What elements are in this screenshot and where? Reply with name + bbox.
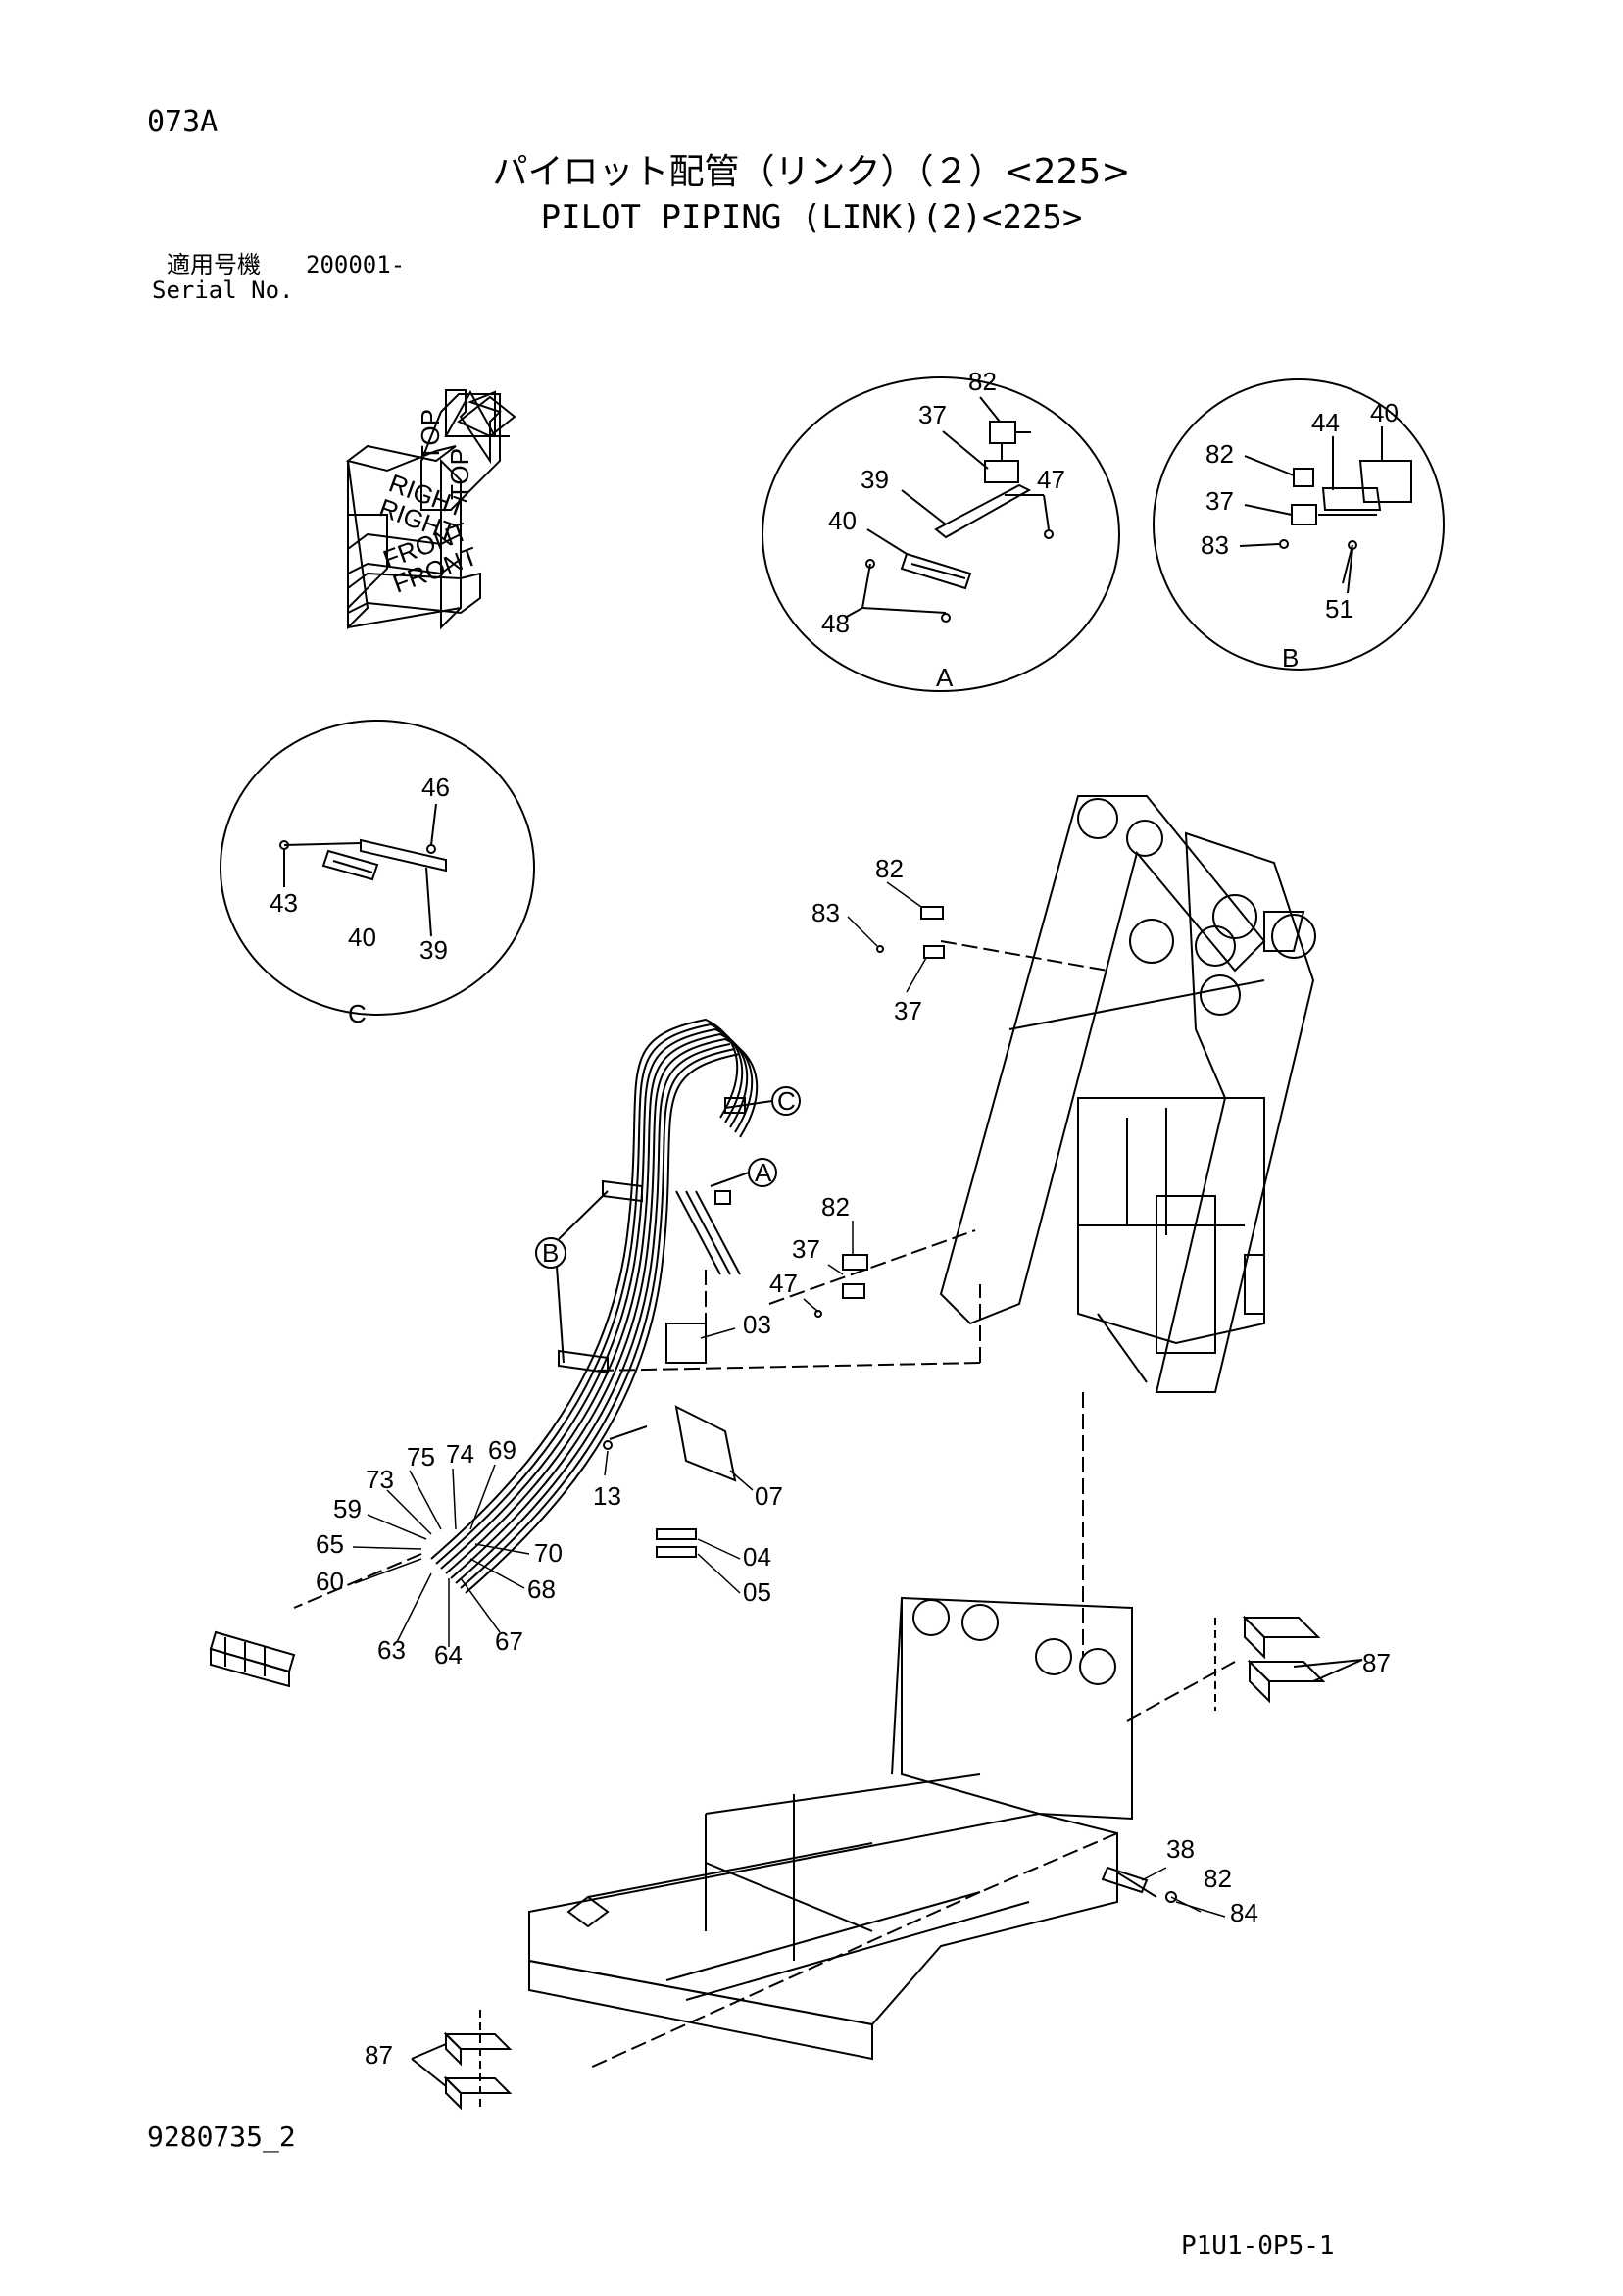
detail-b-part-51: 51	[1325, 594, 1353, 624]
part-label-13: 13	[593, 1481, 621, 1511]
callout-a-label: A	[755, 1158, 772, 1187]
part-label-87-bottom: 87	[365, 2040, 393, 2070]
detail-a-part-48: 48	[821, 609, 850, 638]
part-label-38: 38	[1166, 1834, 1195, 1864]
detail-b-part-82: 82	[1205, 439, 1234, 469]
connector-block	[209, 1630, 296, 1688]
part-label-59: 59	[333, 1494, 362, 1523]
part-label-82-a: 82	[875, 854, 904, 883]
detail-b-part-37: 37	[1205, 486, 1234, 516]
serial-number-value: 200001-	[306, 251, 406, 278]
part-label-05: 05	[743, 1577, 771, 1607]
detail-b-label: B	[1282, 643, 1299, 673]
detail-a-part-47: 47	[1037, 465, 1065, 494]
page-title-english: PILOT PIPING (LINK)(2)<225>	[540, 198, 1083, 237]
detail-c-part-46: 46	[421, 773, 450, 802]
boom-frame	[939, 795, 1316, 1393]
part-label-07: 07	[755, 1481, 783, 1511]
part-label-37-b: 37	[792, 1234, 820, 1264]
detail-a-part-82: 82	[968, 367, 997, 396]
part-label-83: 83	[812, 898, 840, 927]
detail-c-part-43: 43	[270, 888, 298, 918]
detail-b	[1153, 378, 1445, 671]
part-label-75: 75	[407, 1442, 435, 1472]
lower-frame	[528, 1596, 1133, 2061]
part-label-37-a: 37	[894, 996, 922, 1025]
part-label-74: 74	[446, 1439, 474, 1469]
serial-label-english: Serial No.	[152, 276, 294, 304]
orientation-label-top: TOP	[416, 409, 445, 461]
detail-c-label: C	[348, 999, 367, 1028]
main-part-numbers: 82 83 37 82 37 47 03 13 07 04 05 75 74 6…	[316, 854, 1391, 2070]
page-title-japanese: パイロット配管（リンク）（２）<225>	[492, 152, 1131, 192]
detail-a-part-37: 37	[918, 400, 947, 429]
callout-b-circle	[535, 1237, 566, 1269]
part-label-69: 69	[488, 1435, 516, 1465]
part-label-68: 68	[527, 1574, 556, 1604]
orientation-icon	[345, 389, 516, 630]
part-leaders	[352, 881, 1226, 1918]
part-label-47: 47	[769, 1269, 798, 1298]
detail-a	[762, 376, 1120, 692]
part-87-bottom	[411, 2010, 513, 2111]
detail-a-part-40: 40	[828, 506, 857, 535]
part-label-04: 04	[743, 1542, 771, 1572]
part-label-73: 73	[366, 1465, 394, 1494]
serial-label-japanese: 適用号機	[167, 251, 261, 278]
part-label-63: 63	[377, 1635, 406, 1665]
part-label-84: 84	[1230, 1898, 1258, 1927]
callout-c-label: C	[777, 1086, 796, 1116]
detail-c-part-39: 39	[419, 935, 448, 965]
part-label-82-b: 82	[821, 1192, 850, 1222]
detail-c-part-40: 40	[348, 923, 376, 952]
dashed-leaders	[293, 940, 1236, 2070]
detail-b-part-44: 44	[1311, 408, 1340, 437]
part-label-70: 70	[534, 1538, 563, 1568]
detail-a-label: A	[936, 663, 954, 692]
page-reference: P1U1-0P5-1	[1181, 2231, 1335, 2261]
part-label-82-c: 82	[1204, 1864, 1232, 1893]
orientation-label-top-2: TOP	[445, 448, 474, 500]
part-label-60: 60	[316, 1567, 344, 1596]
detail-b-part-40: 40	[1370, 398, 1399, 427]
callout-b-label: B	[542, 1238, 559, 1268]
part-label-65: 65	[316, 1529, 344, 1559]
page-code: 073A	[147, 105, 219, 139]
part-38-assembly	[1101, 1866, 1177, 1903]
part-label-87-top: 87	[1362, 1648, 1391, 1677]
drawing-number: 9280735_2	[147, 2121, 296, 2153]
detail-a-part-39: 39	[861, 465, 889, 494]
detail-b-part-83: 83	[1201, 530, 1229, 560]
part-87-top	[1214, 1615, 1363, 1711]
part-label-03: 03	[743, 1310, 771, 1339]
detail-c	[220, 720, 535, 1016]
hose-bundle	[430, 1018, 759, 1594]
clamp-parts	[603, 906, 945, 1558]
